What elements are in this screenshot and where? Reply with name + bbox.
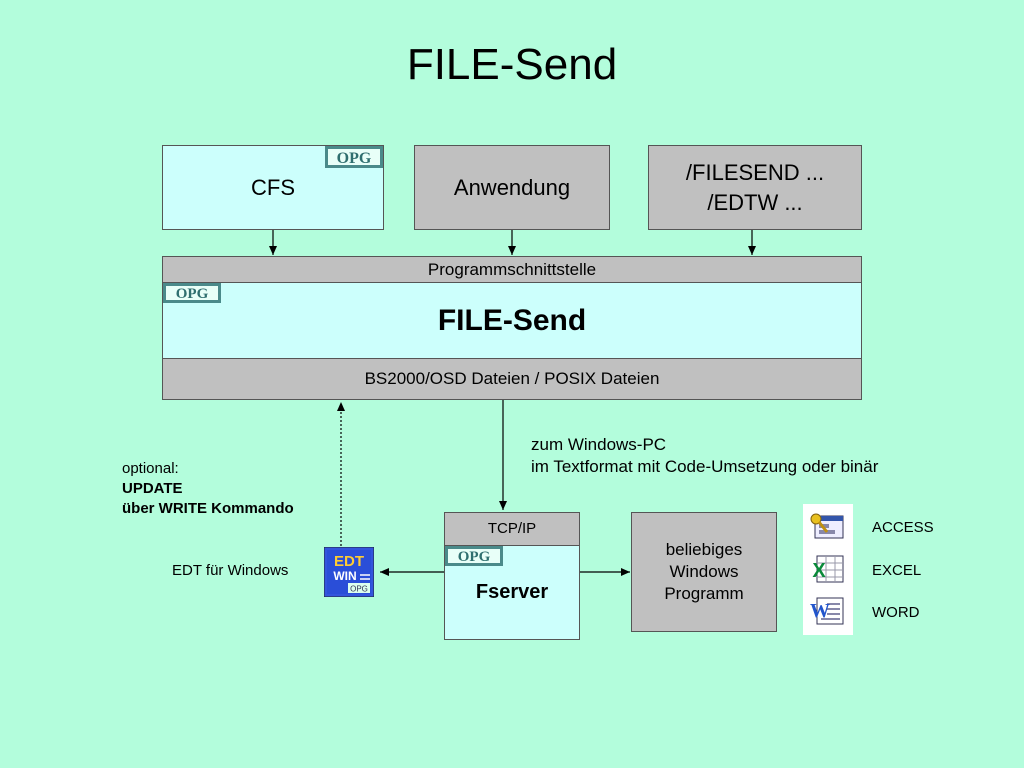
files-bar: BS2000/OSD Dateien / POSIX Dateien — [162, 358, 862, 400]
filesend-box: FILE-Send OPG — [162, 282, 862, 359]
svg-text:OPG: OPG — [350, 585, 368, 594]
tcpip-bar: TCP/IP — [444, 512, 580, 546]
fserver-box: Fserver OPG — [444, 545, 580, 640]
edtw-command-label: /EDTW ... — [707, 189, 803, 215]
transfer-note-line2: im Textformat mit Code-Umsetzung oder bi… — [531, 457, 879, 476]
anwendung-label: Anwendung — [453, 174, 571, 200]
access-icon — [810, 513, 844, 539]
tcpip-label: TCP/IP — [487, 520, 537, 537]
svg-text:X: X — [812, 560, 826, 582]
office-icons-panel: X W — [803, 504, 853, 635]
filesend-command-label: /FILESEND ... — [685, 159, 825, 185]
filesend-command-box: /FILESEND ... /EDTW ... — [648, 145, 862, 230]
files-label: BS2000/OSD Dateien / POSIX Dateien — [364, 369, 660, 388]
program-line2: Windows — [669, 562, 739, 581]
filesend-label: FILE-Send — [437, 303, 587, 337]
optional-note: optional: UPDATE über WRITE Kommando — [122, 459, 294, 519]
app-label-excel: EXCEL — [872, 562, 922, 579]
svg-text:EDT: EDT — [334, 553, 364, 570]
windows-program-box: beliebiges Windows Programm — [631, 512, 777, 632]
optional-note-line2: UPDATE — [122, 480, 183, 497]
fserver-label: Fserver — [475, 581, 549, 603]
opg-logo-icon: OPG — [163, 283, 221, 303]
app-label-access: ACCESS — [872, 519, 934, 536]
cfs-label: CFS — [251, 174, 295, 200]
svg-text:WIN: WIN — [333, 569, 356, 583]
opg-logo-icon: OPG — [325, 146, 383, 168]
page-title: FILE-Send — [406, 40, 618, 89]
svg-text:OPG: OPG — [458, 549, 491, 565]
program-line3: Programm — [664, 584, 744, 603]
app-label-word: WORD — [872, 604, 920, 621]
cfs-box: CFS OPG — [162, 145, 384, 230]
svg-text:W: W — [810, 600, 830, 622]
edt-windows-icon: EDT WIN OPG — [324, 547, 374, 597]
optional-note-line1: optional: — [122, 460, 179, 477]
word-icon: W — [810, 597, 844, 625]
anwendung-box: Anwendung — [414, 145, 610, 230]
optional-note-line3: über WRITE Kommando — [122, 500, 294, 517]
excel-icon: X — [812, 555, 844, 583]
svg-text:OPG: OPG — [337, 150, 372, 167]
svg-text:OPG: OPG — [176, 286, 209, 302]
program-line1: beliebiges — [665, 540, 743, 559]
transfer-note: zum Windows-PC im Textformat mit Code-Um… — [531, 434, 878, 478]
interface-label: Programmschnittstelle — [427, 259, 597, 279]
edt-label: EDT für Windows — [172, 562, 289, 579]
interface-bar: Programmschnittstelle — [162, 256, 862, 283]
opg-logo-icon: OPG — [445, 546, 503, 566]
transfer-note-line1: zum Windows-PC — [531, 435, 667, 454]
